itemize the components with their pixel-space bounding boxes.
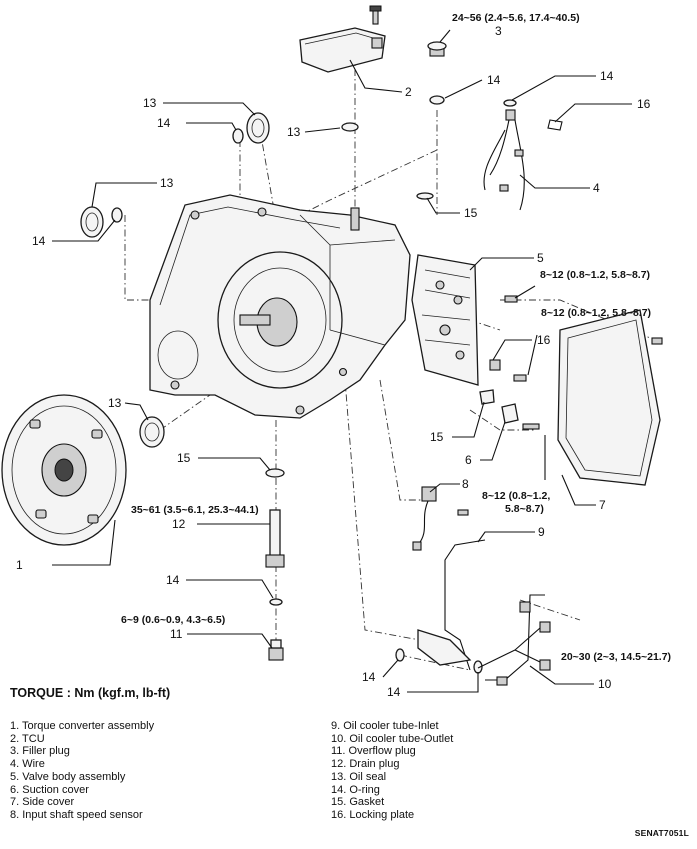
torque-cooler-tube: 20~30 (2~3, 14.5~21.7) — [561, 651, 672, 663]
callout-14e: 14 — [166, 573, 180, 587]
legend-item: 5. Valve body assembly — [10, 770, 126, 783]
torque-converter — [1, 394, 127, 546]
callout-8: 8 — [462, 477, 469, 491]
legend-item: 6. Suction cover — [10, 783, 89, 796]
torque-speed-sensor-line2: 5.8~8.7) — [505, 503, 544, 515]
legend-item: 14. O-ring — [331, 783, 380, 796]
callout-7: 7 — [599, 498, 606, 512]
seals-and-orings — [80, 95, 517, 674]
legend-item: 11. Overflow plug — [331, 745, 416, 758]
torque-speed-sensor-line1: 8~12 (0.8~1.2, — [482, 490, 551, 502]
callout-2: 2 — [405, 85, 412, 99]
tcu — [299, 5, 386, 73]
callout-5: 5 — [537, 251, 544, 265]
torque-drain-plug: 6~9 (0.6~0.9, 4.3~6.5) — [121, 614, 226, 626]
legend-item: 13. Oil seal — [331, 770, 387, 783]
callout-15a: 15 — [464, 206, 478, 220]
parts-legend-right: 9. Oil cooler tube-Inlet 10. Oil cooler … — [331, 720, 453, 822]
callout-1: 1 — [16, 558, 23, 572]
legend-item: 16. Locking plate — [331, 808, 415, 821]
callout-15b: 15 — [177, 451, 191, 465]
legend-item: 15. Gasket — [331, 796, 385, 809]
callout-15c: 15 — [430, 430, 444, 444]
callout-10: 10 — [598, 677, 612, 691]
callout-16a: 16 — [637, 97, 651, 111]
legend-item: 8. Input shaft speed sensor — [10, 808, 143, 821]
legend-item: 10. Oil cooler tube-Outlet — [331, 732, 454, 745]
side-cover — [557, 309, 663, 486]
torque-filler-plug: 24~56 (2.4~5.6, 17.4~40.5) — [452, 12, 580, 24]
oil-cooler-tubes — [417, 539, 551, 686]
callout-14a: 14 — [157, 116, 171, 130]
legend-item: 7. Side cover — [10, 796, 75, 809]
legend-item: 2. TCU — [10, 732, 45, 745]
callout-13b: 13 — [287, 125, 301, 139]
transaxle-case — [149, 194, 411, 419]
callout-14b: 14 — [487, 73, 501, 87]
callout-6: 6 — [465, 453, 472, 467]
callout-4: 4 — [593, 181, 600, 195]
figure-code: SENAT7051L — [634, 828, 689, 838]
torque-valve-body-b: 8~12 (0.8~1.2, 5.8~8.7) — [541, 307, 652, 319]
callout-12: 12 — [172, 517, 186, 531]
legend-item: 4. Wire — [10, 758, 45, 771]
drain-and-overflow-plugs — [265, 509, 285, 661]
callout-13d: 13 — [108, 396, 122, 410]
legend-item: 1. Torque converter assembly — [10, 720, 155, 732]
legend-item: 12. Drain plug — [331, 758, 400, 771]
callout-9: 9 — [538, 525, 545, 539]
callout-14f: 14 — [362, 670, 376, 684]
callout-13a: 13 — [143, 96, 157, 110]
speed-sensor — [412, 486, 469, 551]
leader-lines — [52, 29, 632, 693]
wire-harness — [483, 109, 563, 211]
callout-16b: 16 — [537, 333, 551, 347]
callout-11: 11 — [170, 627, 183, 641]
legend-item: 9. Oil cooler tube-Inlet — [331, 720, 439, 732]
callout-13c: 13 — [160, 176, 174, 190]
callout-3: 3 — [495, 24, 502, 38]
callout-14d: 14 — [32, 234, 46, 248]
assembly-lines — [124, 40, 656, 671]
parts-legend-left: 1. Torque converter assembly 2. TCU 3. F… — [10, 720, 154, 822]
suction-cover — [479, 389, 540, 430]
filler-plug — [427, 41, 447, 57]
callout-14c: 14 — [600, 69, 614, 83]
legend-item: 3. Filler plug — [10, 745, 70, 758]
callout-14g: 14 — [387, 685, 401, 699]
torque-overflow-plug: 35~61 (3.5~6.1, 25.3~44.1) — [131, 504, 259, 516]
torque-valve-body-a: 8~12 (0.8~1.2, 5.8~8.7) — [540, 269, 651, 281]
torque-heading: TORQUE : Nm (kgf.m, lb-ft) — [10, 686, 171, 700]
valve-body — [411, 254, 527, 386]
